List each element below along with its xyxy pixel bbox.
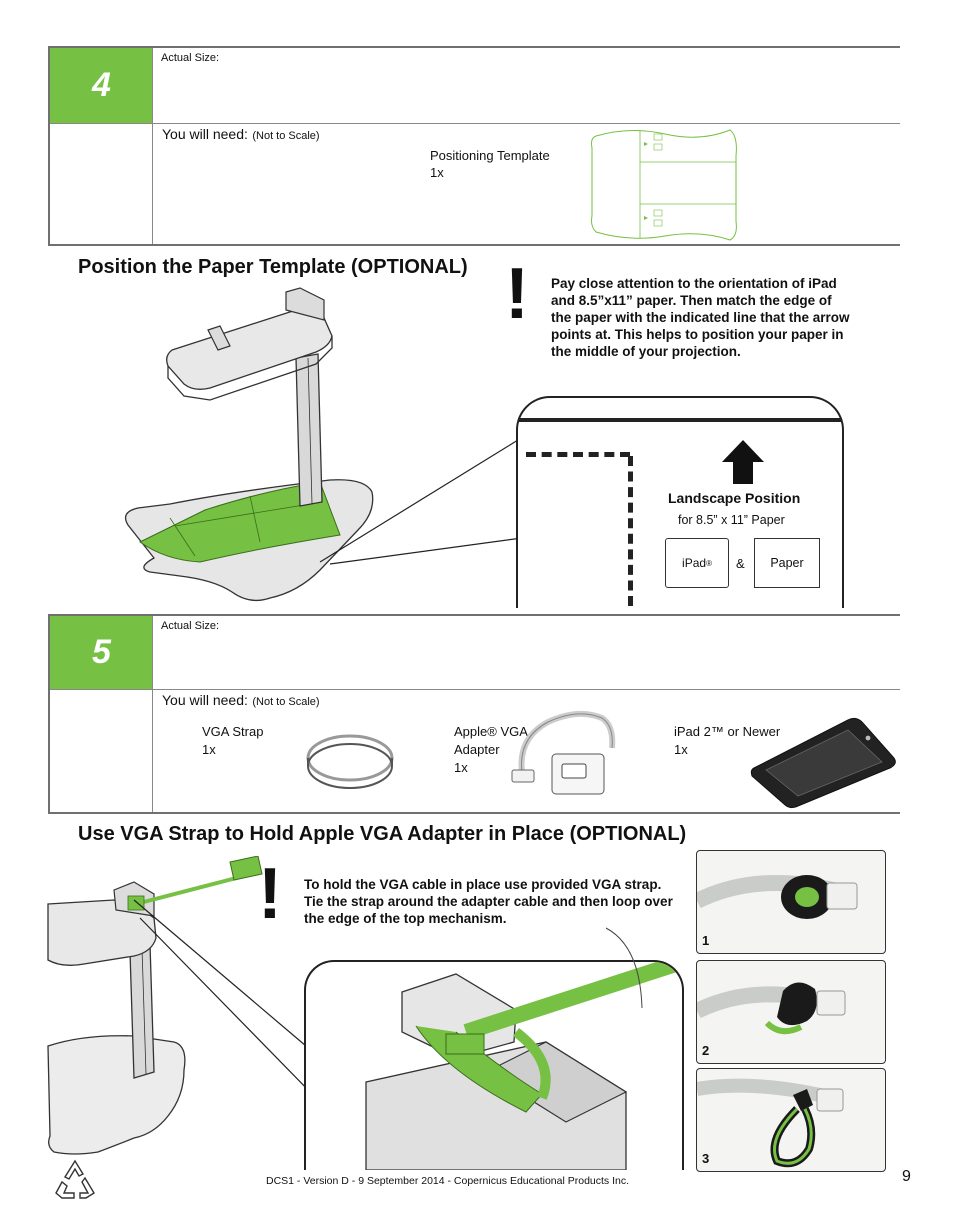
stand-with-template-illustration [124,287,374,602]
recycle-icon [55,1159,95,1199]
warning-exclamation-2: ! [258,854,282,934]
step-4-you-will-need: You will need: (Not to Scale) [162,126,320,144]
callout-dashed-horizontal [526,452,630,457]
step-4-left-column [152,48,153,244]
strap-photo-2: 2 [696,960,886,1064]
vga-strap-qty: 1x [202,742,216,757]
callout-top-edge [518,418,842,422]
footer-text: DCS1 - Version D - 9 September 2014 - Co… [266,1175,630,1187]
vga-strap-image [306,734,394,789]
strap-detail-drawing [365,962,682,1170]
step-4-divider [50,123,900,124]
positioning-template-name: Positioning Template [430,148,550,163]
landscape-position-subtitle: for 8.5” x 11” Paper [678,513,785,527]
step-4-actual-size-label: Actual Size: [161,52,220,64]
you-will-need-label-5: You will need: [162,692,248,708]
page-number: 9 [902,1168,911,1185]
vga-strap-name: VGA Strap [202,724,264,739]
strap-photo-3: 3 [696,1068,886,1172]
section-2-note: To hold the VGA cable in place use provi… [304,877,673,926]
step-5-divider [50,689,900,690]
landscape-callout: Landscape Position for 8.5” x 11” Paper … [516,396,844,608]
photo-3-number: 3 [702,1151,710,1166]
positioning-template-drawing [591,129,737,241]
strap-photo-1-image [697,875,858,919]
vga-adapter-name-line-2: Adapter [454,742,500,757]
step-4-box: 4 Actual Size: You will need: (Not to Sc… [48,46,900,246]
ipad-item-name: iPad 2™ or Newer [674,724,781,739]
photo-2-number: 2 [702,1043,710,1058]
you-will-need-label: You will need: [162,126,248,142]
vga-adapter-qty: 1x [454,760,468,775]
positioning-template-qty: 1x [430,165,444,180]
ipad-registered-mark: ® [706,558,712,568]
not-to-scale-label: (Not to Scale) [252,130,320,142]
ipad-box: iPad® [665,538,729,588]
ipad-image [750,717,896,809]
vga-adapter-image [511,710,616,795]
step-5-number: 5 [50,616,153,689]
strap-photo-3-image [697,1078,844,1168]
paper-box: Paper [754,538,820,588]
ipad-item-qty: 1x [674,742,688,757]
step-4-number: 4 [50,48,153,123]
strap-photo-1: 1 [696,850,886,954]
step-5-actual-size-label: Actual Size: [161,620,220,632]
stand-with-vga-adapter-illustration [47,856,314,1155]
ampersand: & [736,556,745,571]
curved-pointer-arrow [605,927,643,1009]
strap-detail-zoom [304,960,684,1170]
section-1-heading: Position the Paper Template (OPTIONAL) [78,256,468,278]
callout-dashed-vertical [628,456,633,606]
up-arrow-icon [722,440,764,484]
section-1-note: Pay close attention to the orientation o… [551,276,850,359]
step-5-left-column [152,616,153,812]
not-to-scale-label-5: (Not to Scale) [252,696,320,708]
strap-photo-2-image [697,982,846,1035]
vga-adapter-name-line-1: Apple® VGA [454,724,528,739]
callout-pointer-lines [319,440,523,565]
ipad-label: iPad [682,556,707,570]
warning-exclamation-1: ! [505,254,529,334]
landscape-position-title: Landscape Position [668,490,801,506]
step-5-box: 5 Actual Size: You will need: (Not to Sc… [48,614,900,814]
photo-1-number: 1 [702,933,710,948]
section-2-heading: Use VGA Strap to Hold Apple VGA Adapter … [78,823,687,845]
step-5-you-will-need: You will need: (Not to Scale) [162,692,320,710]
